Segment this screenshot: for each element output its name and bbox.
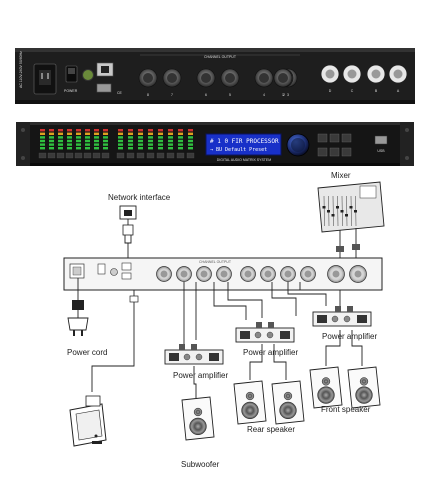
input-letter: A: [397, 89, 400, 93]
output-header: CHANNEL OUTPUT: [204, 55, 237, 59]
panel-header: CHANNEL OUTPUT: [199, 260, 232, 264]
output-number: 4: [263, 93, 265, 97]
front-button[interactable]: [341, 147, 352, 157]
power-cord-label: Power cord: [67, 348, 107, 357]
output-xlr-4[interactable]: 4: [254, 68, 274, 97]
amplifiers: [164, 306, 372, 365]
output-number: 3: [287, 93, 289, 97]
front-speaker-left-icon: [309, 366, 343, 409]
output-number: 8: [147, 93, 149, 97]
input-xlr-A[interactable]: A: [388, 64, 408, 93]
front-button[interactable]: [317, 147, 328, 157]
front-buttons: [317, 133, 352, 157]
front-speaker-right-icon: [347, 366, 381, 409]
speakers: [181, 366, 381, 441]
amp-label-2: Power amplifier: [243, 348, 298, 357]
level-meters: [38, 129, 195, 159]
amp-label-1: Power amplifier: [173, 371, 228, 380]
ce-mark: CE: [117, 91, 123, 95]
lcd-line2: → BU Default Preset: [210, 147, 267, 153]
output-xlr-6[interactable]: 6: [196, 68, 216, 97]
output-number: 6: [205, 93, 207, 97]
output-number: 7: [171, 93, 173, 97]
lcd-line1: # 1 0 FIR PROCESSOR: [210, 138, 279, 145]
rear-speaker-label: Rear speaker: [247, 425, 295, 434]
front-button[interactable]: [329, 133, 340, 143]
mixer-label: Mixer: [331, 171, 351, 180]
power-amplifier-icon: [164, 344, 224, 365]
network-jack-icon: [119, 205, 137, 220]
amp-label-3: Power amplifier: [322, 332, 377, 341]
output-number: 2: [283, 93, 285, 97]
front-button[interactable]: [341, 133, 352, 143]
input-letter: D: [329, 89, 332, 93]
output-xlr-8[interactable]: 8: [138, 68, 158, 97]
fuse-label: AC 110V-240V 50/60Hz: [19, 51, 23, 88]
mixer-icon: [317, 181, 385, 233]
front-button[interactable]: [317, 133, 328, 143]
output-xlr-7[interactable]: 7: [162, 68, 182, 97]
power-amplifier-icon: [235, 322, 295, 343]
rear-speaker-left-icon: [233, 380, 267, 425]
front-panel: # 1 0 FIR PROCESSOR → BU Default Preset …: [16, 122, 414, 166]
power-plug-icon: [67, 300, 89, 336]
subwoofer-label: Subwoofer: [181, 460, 220, 469]
computer-icon: [69, 395, 107, 447]
usb-port[interactable]: [96, 83, 112, 93]
usb-label: USB: [377, 149, 385, 153]
input-letter: B: [375, 89, 378, 93]
output-number: 5: [229, 93, 231, 97]
rear-xlr-row: 8 7 6 5 4 321 D C B A: [138, 64, 408, 97]
subwoofer-speaker-icon: [181, 396, 215, 441]
input-xlr-B[interactable]: B: [366, 64, 386, 93]
network-label: Network interface: [108, 193, 171, 202]
front-speaker-label: Front speaker: [321, 405, 371, 414]
processor-rear-drawing: CHANNEL OUTPUT: [63, 257, 383, 291]
rear-panel: AC 110V-240V 50/60Hz POWER CE CHANNEL OU…: [15, 48, 415, 104]
power-label: POWER: [64, 89, 78, 93]
input-xlr-C[interactable]: C: [342, 64, 362, 93]
front-usb-port[interactable]: [374, 135, 388, 145]
input-letter: C: [351, 89, 354, 93]
lcd-display: [205, 133, 282, 156]
input-xlr-D[interactable]: D: [320, 64, 340, 93]
output-xlr-1[interactable]: 1: [273, 68, 293, 97]
network-plug-icon: [122, 224, 134, 244]
ground-terminal: [82, 69, 94, 81]
output-xlr-5[interactable]: 5: [220, 68, 240, 97]
system-label: DIGITAL AUDIO MATRIX SYSTEM: [217, 158, 271, 162]
front-button[interactable]: [329, 147, 340, 157]
rear-speaker-right-icon: [271, 380, 305, 425]
power-amplifier-icon: [312, 306, 372, 327]
output-number: 1: [282, 93, 284, 97]
